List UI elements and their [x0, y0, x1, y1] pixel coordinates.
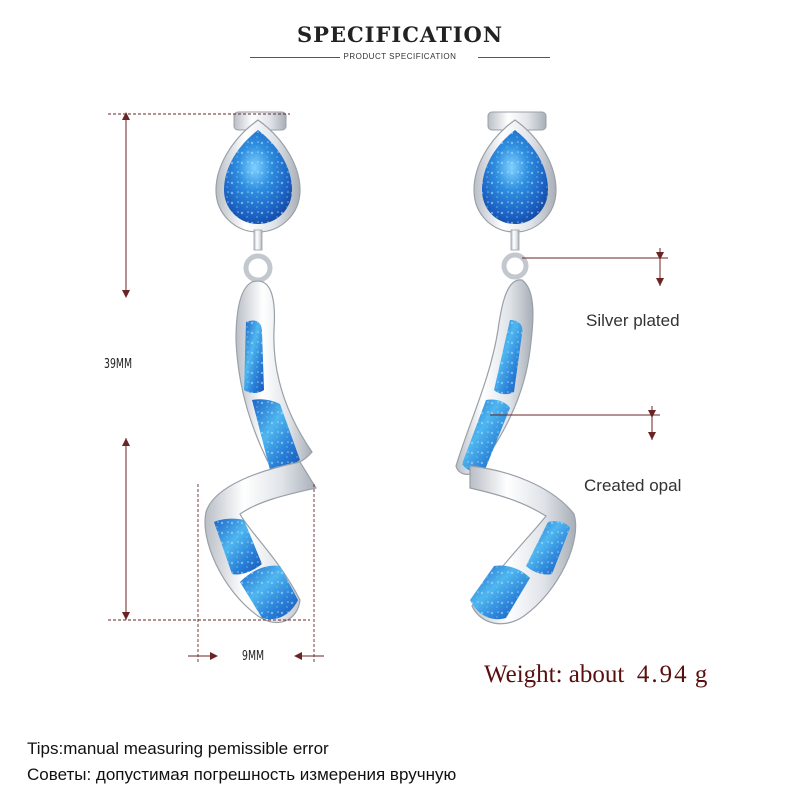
height-label: 39MM — [104, 357, 133, 372]
height-dimension — [108, 112, 310, 621]
subtitle-row: PRODUCT SPECIFICATION — [0, 52, 800, 64]
weight-value: 4.94 — [636, 661, 689, 688]
tips-english: Tips:manual measuring pemissible error — [27, 739, 329, 758]
page-title: SPECIFICATION — [296, 22, 504, 47]
subtitle-line-right — [478, 57, 550, 58]
right-earring — [455, 111, 577, 625]
silver-plated-label: Silver plated — [586, 311, 680, 330]
stone-callout-line — [490, 406, 660, 440]
left-earring — [204, 111, 317, 624]
weight-unit: g — [694, 661, 708, 688]
page-subtitle: PRODUCT SPECIFICATION — [343, 52, 457, 61]
plating-callout-line — [522, 248, 668, 286]
subtitle-line-left — [250, 57, 340, 58]
tips-russian: Советы: допустимая погрешность измерения… — [27, 765, 457, 784]
width-label: 9MM — [242, 649, 265, 664]
width-dimension — [188, 484, 324, 664]
weight-text: Weight: about 4.94 g — [484, 661, 707, 689]
weight-prefix: Weight: about — [484, 661, 625, 688]
created-opal-label: Created opal — [584, 476, 682, 495]
